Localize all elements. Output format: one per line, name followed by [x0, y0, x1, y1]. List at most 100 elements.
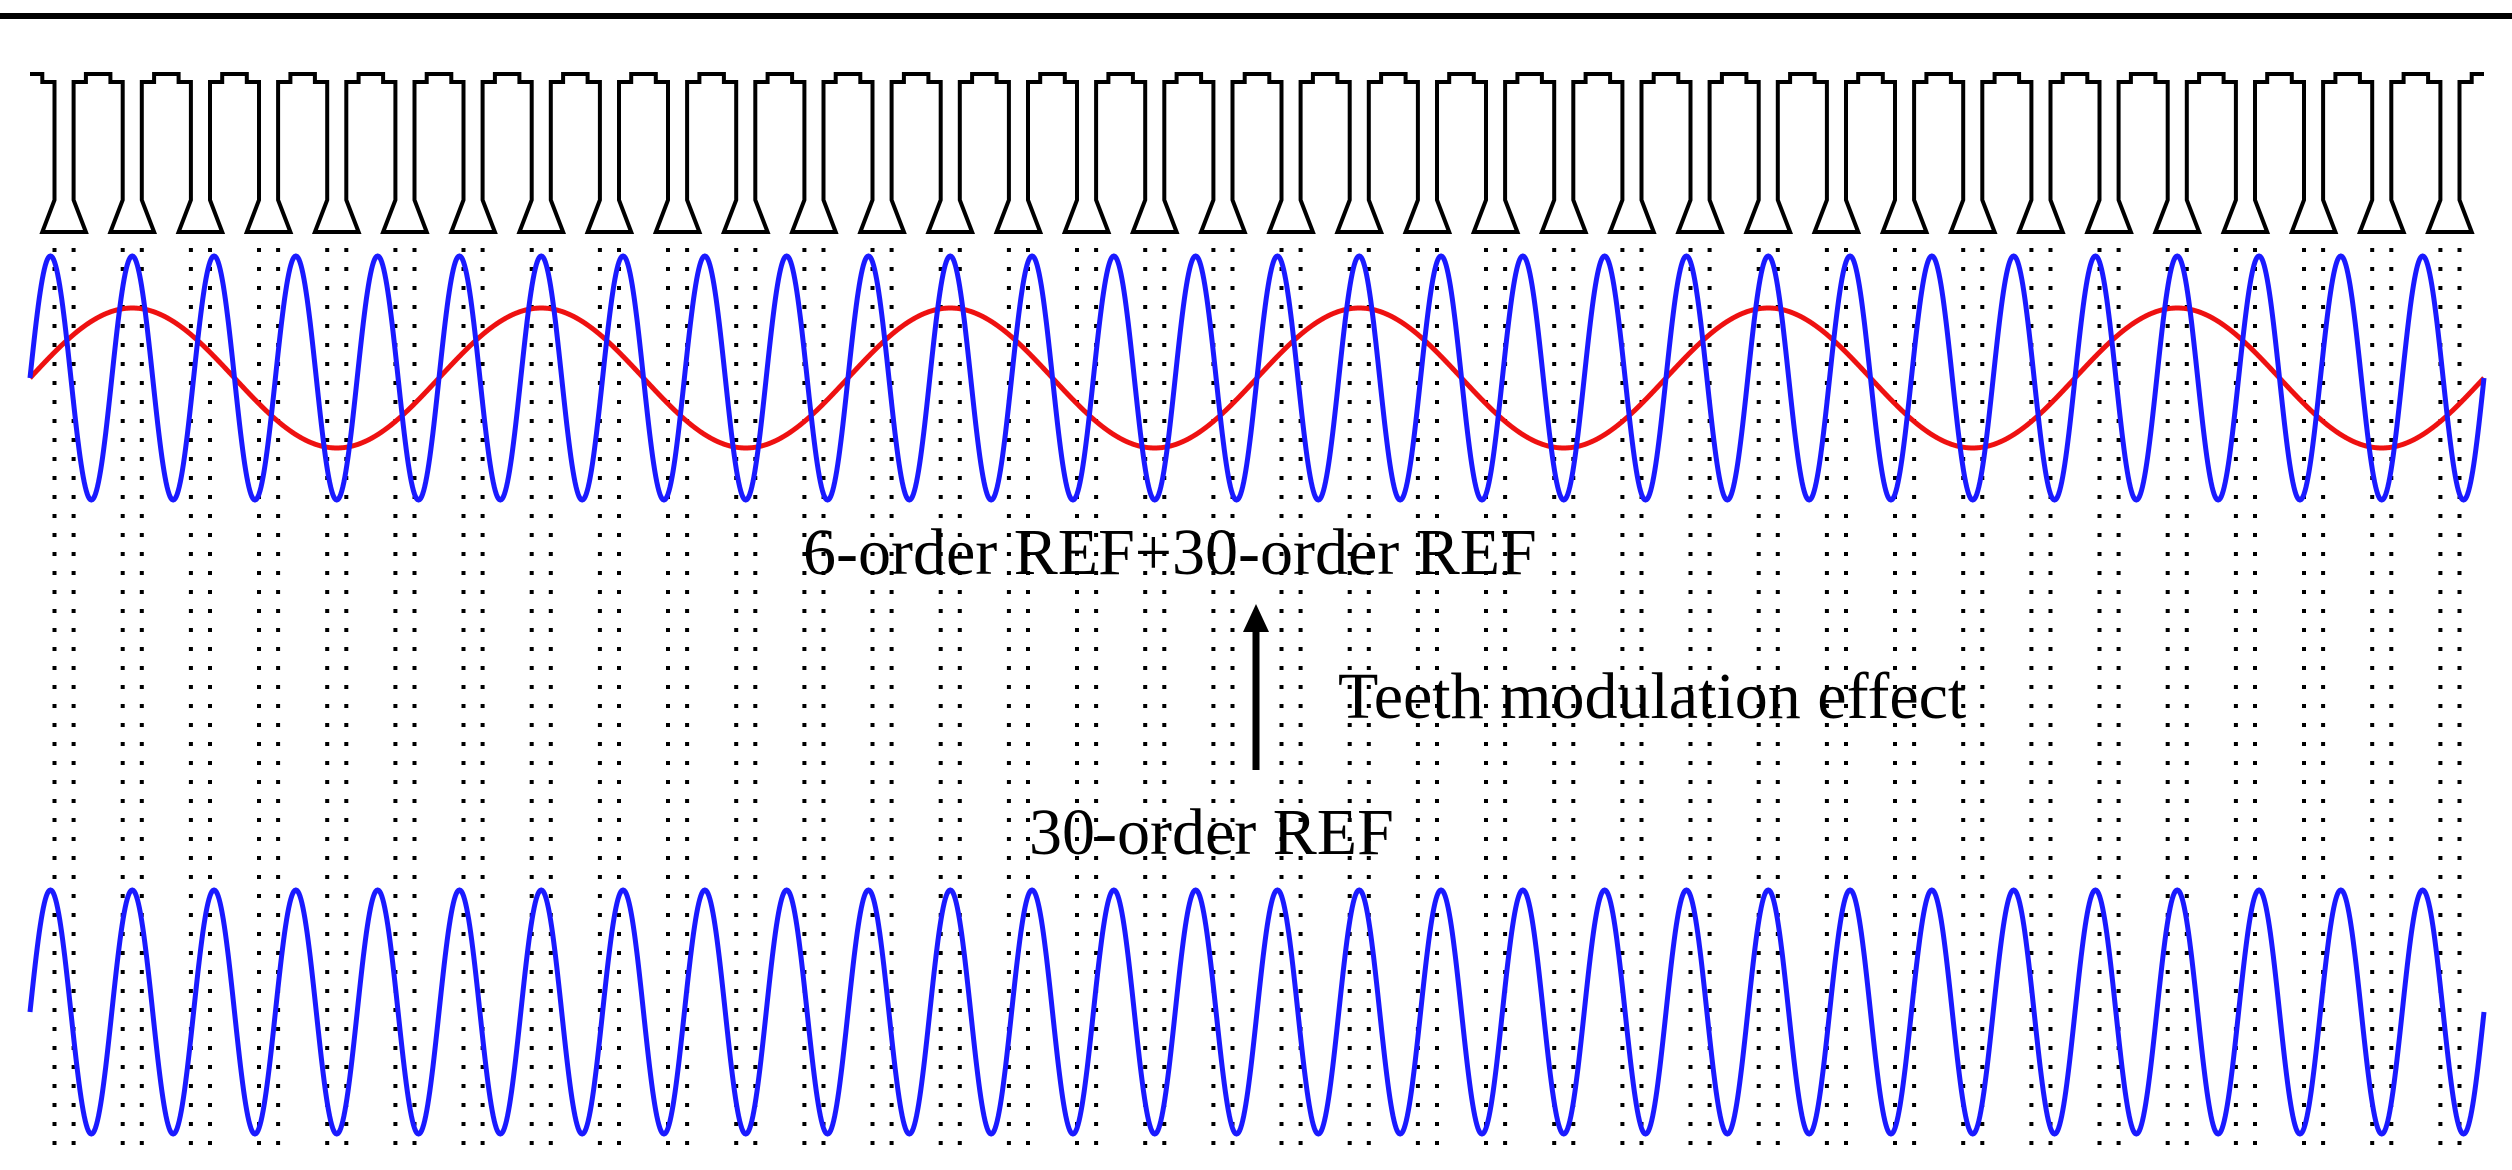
grid-dot — [1824, 723, 1829, 727]
grid-dot — [938, 704, 943, 708]
grid-dot — [821, 989, 826, 993]
grid-dot — [52, 666, 57, 670]
grid-dot — [957, 780, 962, 784]
grid-dot — [1230, 989, 1235, 993]
grid-dot — [821, 685, 826, 689]
grid-dot — [617, 837, 621, 841]
grid-dot — [188, 780, 193, 784]
grid-dot — [325, 324, 330, 328]
grid-dot — [617, 704, 621, 708]
grid-dot — [2048, 609, 2053, 613]
grid-dot — [2048, 837, 2053, 841]
grid-dot — [753, 1122, 758, 1126]
grid-dot — [666, 438, 670, 442]
grid-dot — [2233, 685, 2238, 689]
grid-dot — [1844, 590, 1848, 594]
grid-dot — [2370, 324, 2375, 328]
grid-dot — [1620, 286, 1625, 290]
grid-dot — [734, 761, 739, 765]
grid-dot — [1162, 1046, 1167, 1050]
grid-dot — [802, 457, 807, 461]
grid-dot — [734, 742, 739, 746]
grid-dot — [139, 666, 144, 670]
grid-dot — [393, 628, 398, 632]
grid-dot — [821, 742, 826, 746]
grid-dot — [1980, 1065, 1985, 1069]
grid-dot — [2457, 1008, 2462, 1012]
grid-dot — [1415, 628, 1420, 632]
grid-dot — [1484, 419, 1488, 423]
grid-dot — [412, 723, 417, 727]
grid-dot — [1688, 1065, 1693, 1069]
grid-dot — [208, 1065, 212, 1069]
grid-dot — [1503, 837, 1508, 841]
grid-dot — [412, 989, 417, 993]
grid-dot — [2116, 1065, 2121, 1069]
grid-dot — [1824, 685, 1829, 689]
grid-dot — [2389, 704, 2394, 708]
grid-dot — [938, 1141, 943, 1145]
grid-dot — [2029, 932, 2034, 936]
grid-dot — [548, 628, 553, 632]
grid-dot — [821, 1027, 826, 1031]
grid-dot — [139, 590, 144, 594]
grid-dot — [1639, 419, 1644, 423]
grid-dot — [1775, 1084, 1780, 1088]
grid-dot — [666, 419, 670, 423]
grid-dot — [208, 856, 212, 860]
grid-dot — [1688, 685, 1693, 689]
grid-dot — [1366, 400, 1371, 404]
grid-dot — [2116, 1141, 2121, 1145]
grid-dot — [325, 533, 330, 537]
grid-dot — [1211, 305, 1216, 309]
grid-dot — [2116, 1008, 2121, 1012]
grid-dot — [325, 723, 330, 727]
grid-dot — [2438, 799, 2443, 803]
grid-dot — [870, 1122, 875, 1126]
grid-dot — [2370, 970, 2375, 974]
grid-dot — [870, 780, 875, 784]
grid-dot — [889, 1103, 894, 1107]
grid-dot — [120, 989, 125, 993]
grid-dot — [71, 438, 76, 442]
grid-dot — [276, 571, 281, 575]
grid-dot — [2302, 647, 2306, 651]
grid-dot — [1298, 951, 1303, 955]
grid-dot — [1075, 362, 1079, 366]
grid-dot — [2184, 1065, 2189, 1069]
grid-dot — [1707, 685, 1712, 689]
grid-dot — [52, 1027, 57, 1031]
grid-dot — [1844, 1046, 1848, 1050]
grid-dot — [1162, 723, 1167, 727]
grid-dot — [71, 590, 76, 594]
grid-dot — [2302, 837, 2306, 841]
grid-dot — [1980, 1046, 1985, 1050]
grid-dot — [461, 1122, 466, 1126]
grid-dot — [1893, 666, 1897, 670]
grid-dot — [2097, 1122, 2102, 1126]
grid-dot — [666, 457, 670, 461]
grid-dot — [2184, 476, 2189, 480]
grid-dot — [2370, 514, 2375, 518]
grid-dot — [1484, 381, 1488, 385]
grid-dot — [1347, 666, 1352, 670]
grid-dot — [461, 381, 466, 385]
grid-dot — [529, 438, 534, 442]
grid-dot — [1893, 799, 1897, 803]
grid-dot — [257, 1141, 261, 1145]
grid-dot — [2097, 438, 2102, 442]
grid-dot — [1143, 1122, 1148, 1126]
grid-dot — [1775, 495, 1780, 499]
grid-dot — [2457, 875, 2462, 879]
grid-dot — [802, 1141, 807, 1145]
grid-dot — [666, 628, 670, 632]
grid-dot — [2184, 438, 2189, 442]
grid-dot — [461, 704, 466, 708]
grid-dot — [52, 419, 57, 423]
grid-dot — [548, 1027, 553, 1031]
grid-dot — [1844, 286, 1848, 290]
grid-dot — [71, 248, 76, 252]
grid-dot — [1844, 666, 1848, 670]
grid-dot — [2389, 286, 2394, 290]
grid-dot — [753, 628, 758, 632]
